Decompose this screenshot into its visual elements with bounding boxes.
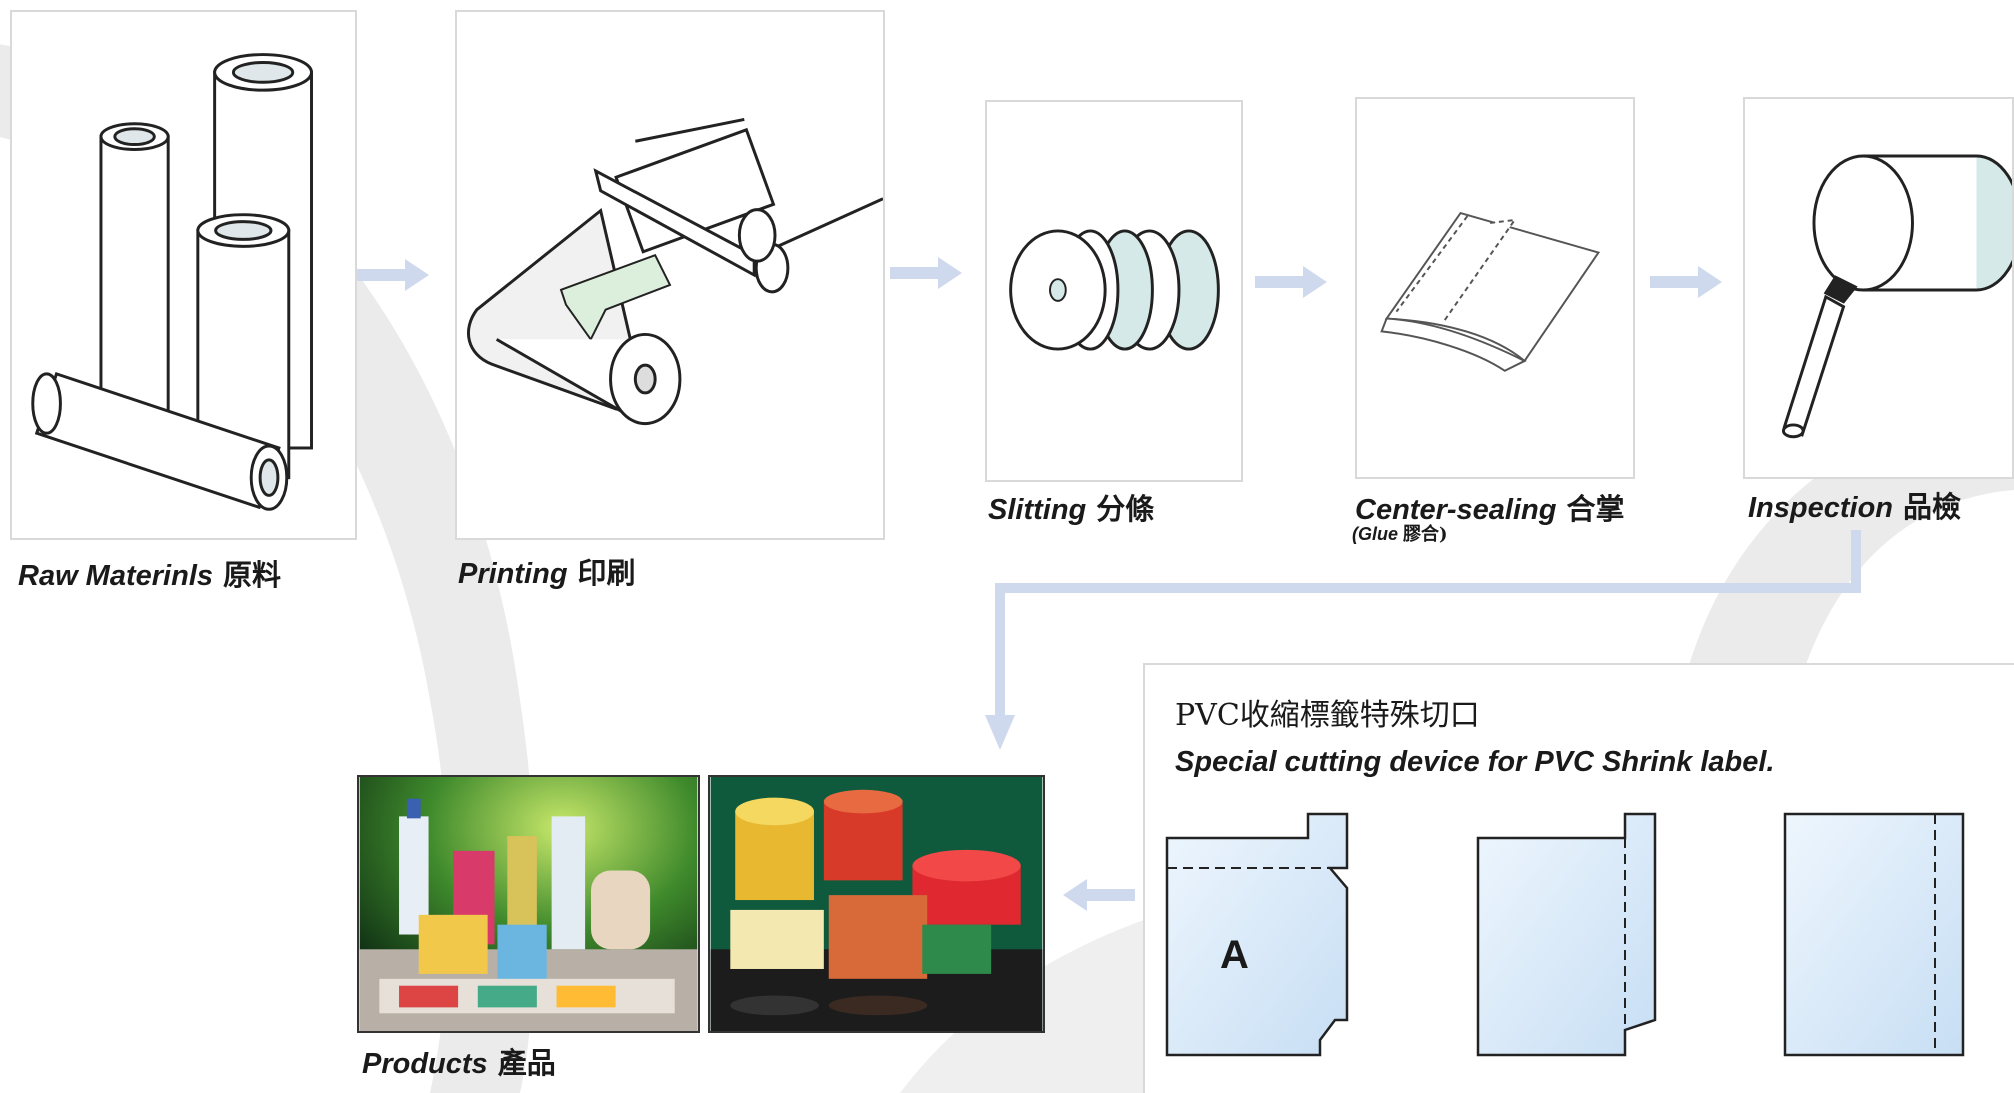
products-photo-bottles [357, 775, 700, 1033]
return-connector-arrow [985, 530, 1861, 750]
center-sealing-panel [1355, 97, 1635, 479]
inspection-label-en: Inspection [1748, 492, 1894, 524]
raw-materials-label-en: Raw Materinls [18, 560, 213, 592]
center-sealing-label-en: Center-sealing [1355, 494, 1557, 526]
inspection-panel [1743, 97, 2014, 479]
center-sealing-caption: Center-sealing 合掌 [1355, 486, 1624, 528]
center-sealing-label-zh: 合掌 [1566, 492, 1625, 526]
raw-materials-label-zh: 原料 [223, 558, 282, 592]
slitting-label-zh: 分條 [1096, 492, 1155, 526]
glue-label-en: (Glue [1352, 524, 1399, 544]
slitting-label-en: Slitting [988, 494, 1087, 526]
glue-label-zh: 膠合) [1403, 524, 1448, 545]
products-caption: Products 產品 [362, 1040, 556, 1082]
products-label-en: Products [362, 1048, 488, 1080]
pvc-title-zh: PVC收縮標籤特殊切口 [1175, 698, 1480, 733]
sealed-sleeve-icon [1380, 211, 1601, 372]
pvc-title-en: Special cutting device for PVC Shrink la… [1175, 746, 1775, 778]
film-rolls-icon [31, 53, 313, 511]
flow-arrow-icon [890, 257, 962, 289]
printing-label-zh: 印刷 [577, 556, 636, 590]
inspection-caption: Inspection 品檢 [1748, 484, 1961, 526]
raw-materials-panel [10, 10, 357, 540]
flow-arrow-icon [1063, 879, 1135, 911]
inspection-label-zh: 品檢 [1903, 490, 1962, 524]
pvc-marker-a: A [1220, 933, 1249, 977]
printing-roller-icon [467, 118, 883, 426]
slitting-panel [985, 100, 1243, 482]
raw-materials-caption: Raw Materinls 原料 [18, 552, 281, 594]
pvc-label-c-cut [1783, 812, 1965, 1057]
printing-panel [455, 10, 885, 540]
printing-label-en: Printing [458, 558, 568, 590]
flow-arrow-icon [357, 259, 429, 291]
pvc-label-a-cut [1165, 812, 1349, 1057]
slit-rolls-icon [1009, 229, 1220, 351]
pvc-label-b-cut [1476, 812, 1657, 1057]
magnifier-icon [1781, 154, 2012, 439]
center-sealing-subcaption: (Glue 膠合) [1352, 520, 1448, 546]
pvc-label-cut-diagrams: A [1165, 812, 1965, 1057]
flow-arrow-icon [1255, 266, 1327, 298]
slitting-caption: Slitting 分條 [988, 486, 1154, 528]
products-label-zh: 產品 [497, 1046, 556, 1080]
flow-arrow-icon [1650, 266, 1722, 298]
printing-caption: Printing 印刷 [458, 550, 636, 592]
products-photo-rolls [708, 775, 1045, 1033]
